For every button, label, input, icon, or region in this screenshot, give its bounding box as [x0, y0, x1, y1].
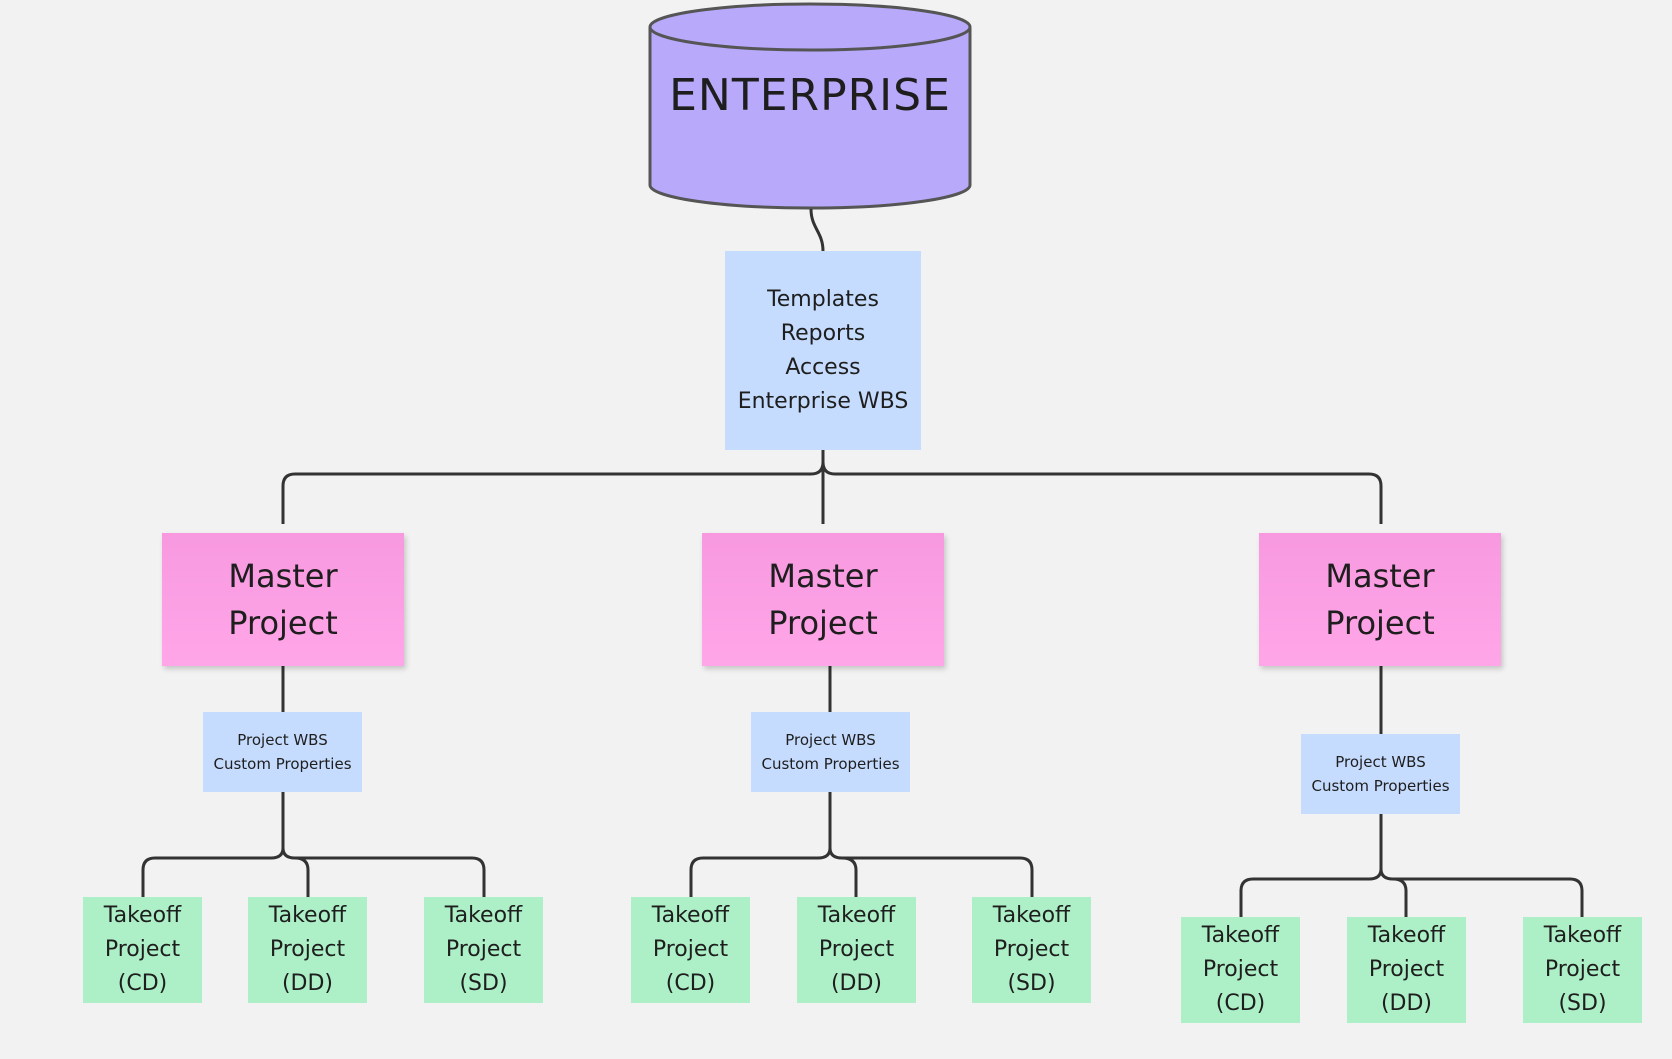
- master-project-line: Master: [228, 556, 338, 595]
- project-wbs-box-line: Custom Properties: [213, 755, 352, 773]
- takeoff-project-line: (CD): [117, 971, 168, 996]
- takeoff-project-line: Project: [1544, 957, 1621, 982]
- project-wbs-box[interactable]: Project WBS Custom Properties: [203, 712, 362, 792]
- takeoff-project-line: Project: [652, 937, 729, 962]
- takeoff-project-line: Takeoff: [651, 903, 730, 928]
- project-wbs-box-line: Custom Properties: [761, 755, 900, 773]
- connector-enterprise-features: [809, 208, 825, 252]
- takeoff-project-line: Takeoff: [817, 903, 896, 928]
- takeoff-project-line: Takeoff: [103, 903, 182, 928]
- master-project-line: Project: [228, 603, 338, 642]
- feature-reports: Reports: [780, 320, 866, 346]
- master-project-line: Master: [1325, 556, 1435, 595]
- feature-enterprise-wbs: Enterprise WBS: [737, 388, 909, 414]
- takeoff-project-line: (DD): [281, 971, 334, 996]
- takeoff-project-line: Takeoff: [268, 903, 347, 928]
- takeoff-project-line: (SD): [459, 971, 508, 996]
- takeoff-project-line: Takeoff: [1201, 923, 1280, 948]
- takeoff-project-line: Project: [1202, 957, 1279, 982]
- takeoff-project-line: (SD): [1007, 971, 1056, 996]
- connector-wbs-takeoffs-2: [689, 792, 1034, 897]
- master-project-line: Master: [768, 556, 878, 595]
- feature-access: Access: [785, 354, 861, 380]
- takeoff-project-line: Takeoff: [1367, 923, 1446, 948]
- takeoff-project-line: Project: [104, 937, 181, 962]
- takeoff-project-line: (CD): [1215, 991, 1266, 1016]
- takeoff-project-line: (SD): [1558, 991, 1607, 1016]
- takeoff-project-line: Project: [818, 937, 895, 962]
- takeoff-project-line: (CD): [665, 971, 716, 996]
- connector-wbs-takeoffs-1: [141, 792, 486, 897]
- takeoff-project-line: Takeoff: [1543, 923, 1622, 948]
- enterprise-features-box[interactable]: Templates Reports Access Enterprise WBS: [725, 251, 921, 450]
- takeoff-project-line: Takeoff: [444, 903, 523, 928]
- takeoff-project-line: (DD): [830, 971, 883, 996]
- takeoff-project-line: Takeoff: [992, 903, 1071, 928]
- takeoff-project-line: Project: [993, 937, 1070, 962]
- project-wbs-box-line: Project WBS: [1335, 753, 1426, 771]
- project-wbs-box-line: Project WBS: [237, 731, 328, 749]
- project-wbs-box[interactable]: Project WBS Custom Properties: [751, 712, 910, 792]
- project-wbs-box-line: Custom Properties: [1311, 777, 1450, 795]
- connector-features-bus: [281, 450, 1383, 524]
- project-wbs-box-line: Project WBS: [785, 731, 876, 749]
- takeoff-project-line: Project: [1368, 957, 1445, 982]
- feature-templates: Templates: [767, 286, 879, 312]
- takeoff-project-line: (DD): [1380, 991, 1433, 1016]
- master-project-line: Project: [1325, 603, 1435, 642]
- connector-wbs-takeoffs-3: [1239, 814, 1584, 917]
- master-project-line: Project: [768, 603, 878, 642]
- takeoff-project-line: Project: [269, 937, 346, 962]
- enterprise-label: ENTERPRISE: [669, 70, 951, 121]
- takeoff-project-line: Project: [445, 937, 522, 962]
- enterprise-cylinder[interactable]: [648, 2, 972, 210]
- project-wbs-box[interactable]: Project WBS Custom Properties: [1301, 734, 1460, 814]
